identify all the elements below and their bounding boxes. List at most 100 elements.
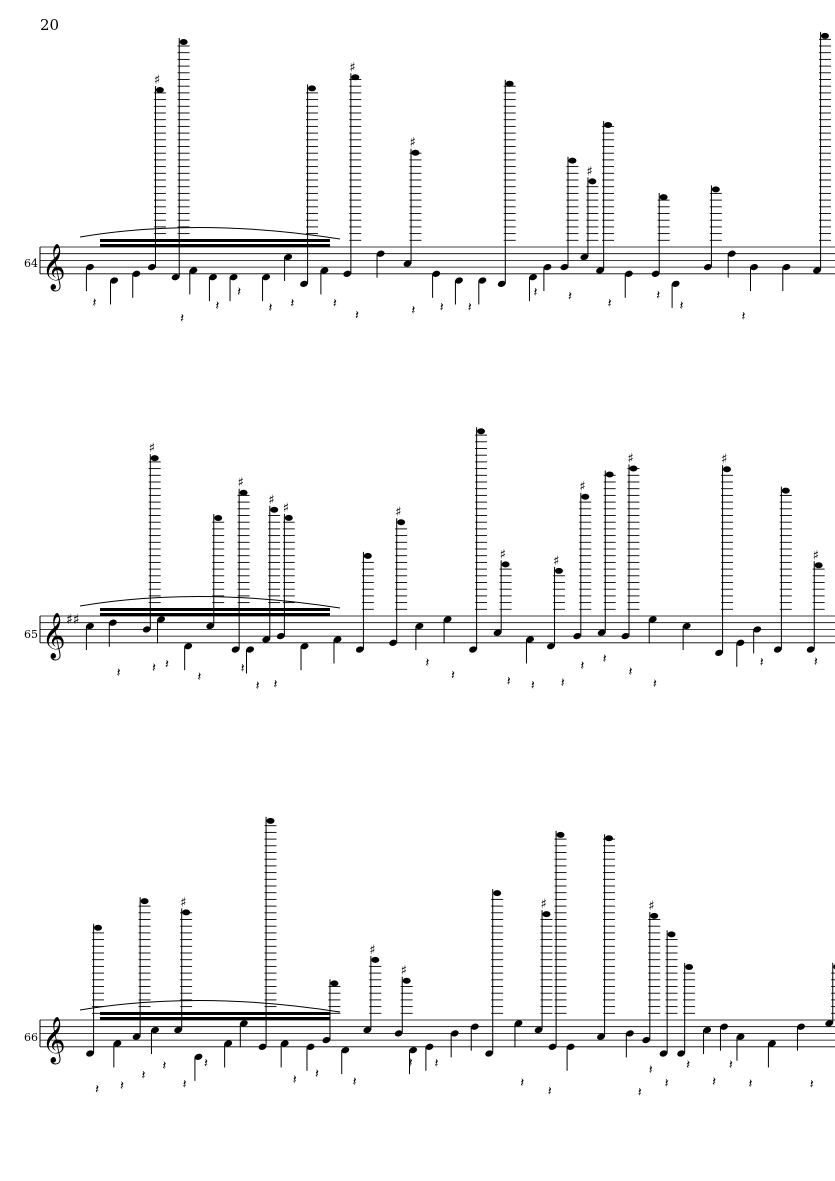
note-head (132, 270, 141, 277)
note-head (246, 646, 254, 653)
note-head (493, 890, 502, 897)
note-head (605, 471, 614, 478)
rest-icon: 𝄽 (142, 1068, 146, 1083)
rest-icon: 𝄽 (520, 1076, 524, 1091)
note-head (214, 515, 223, 522)
note-head (624, 270, 633, 277)
rest-icon: 𝄽 (183, 1078, 187, 1093)
beam (100, 1012, 330, 1015)
rest-icon: 𝄽 (290, 296, 294, 311)
rest-icon: 𝄽 (603, 652, 607, 667)
rest-icon: 𝄽 (760, 655, 764, 670)
note-head (184, 643, 193, 650)
note-head (526, 636, 534, 643)
note-head (425, 1043, 434, 1050)
note-head (376, 250, 385, 257)
rest-icon: 𝄽 (180, 311, 184, 326)
note-head (651, 270, 660, 277)
note-head (194, 1053, 203, 1060)
note-head (389, 639, 398, 646)
note-head (469, 646, 477, 653)
rest-icon: 𝄽 (712, 1075, 716, 1090)
note-head (720, 1023, 728, 1030)
sharp-accidental: ♯ (283, 501, 289, 516)
note-head (240, 1020, 248, 1027)
note-head (671, 280, 680, 287)
rest-icon: 𝄽 (649, 1063, 653, 1078)
rest-icon: 𝄽 (152, 661, 156, 676)
beam (100, 1017, 330, 1020)
sharp-accidental: ♯ (648, 899, 654, 914)
note-head (797, 1023, 805, 1030)
note-head (715, 649, 723, 656)
note-head (113, 1040, 122, 1047)
note-head (542, 911, 551, 918)
page-number: 20 (40, 16, 60, 34)
sharp-accidental: ♯ (500, 547, 506, 562)
note-head (322, 1036, 331, 1044)
note-head (597, 629, 606, 636)
rest-icon: 𝄽 (656, 288, 660, 303)
note-head (493, 629, 502, 636)
note-head (132, 1033, 141, 1040)
note-head (307, 85, 316, 92)
rest-icon: 𝄽 (434, 1057, 438, 1072)
rest-icon: 𝄽 (353, 1075, 357, 1090)
rest-icon: 𝄽 (241, 662, 245, 677)
note-head (820, 32, 829, 39)
sharp-accidental: ♯ (238, 476, 244, 491)
tie-slur (79, 595, 341, 609)
sharp-accidental: ♯ (586, 164, 592, 179)
note-head (736, 639, 745, 646)
note-head (548, 1043, 557, 1050)
note-head (711, 186, 720, 193)
note-head (722, 466, 731, 473)
sharp-accidental: ♯ (721, 452, 727, 467)
note-head (415, 622, 424, 630)
rest-icon: 𝄽 (653, 677, 657, 692)
note-head (394, 1030, 403, 1037)
note-head (626, 1030, 634, 1037)
rest-icon: 𝄽 (628, 665, 632, 680)
rest-icon: 𝄽 (741, 309, 745, 324)
note-head (284, 514, 293, 521)
rest-icon: 𝄽 (665, 1076, 669, 1091)
note-head (363, 1026, 372, 1034)
note-head (648, 616, 657, 623)
note-head (258, 1043, 267, 1050)
sharp-accidental: ♯ (180, 895, 186, 910)
note-head (402, 977, 411, 984)
note-head (703, 1026, 712, 1034)
note-head (556, 831, 565, 838)
note-head (543, 263, 552, 271)
rest-icon: 𝄽 (204, 1056, 208, 1071)
rest-icon: 𝄽 (451, 668, 455, 683)
rest-icon: 𝄽 (548, 1084, 552, 1099)
note-head (581, 493, 590, 500)
note-head (621, 632, 630, 640)
note-head (371, 956, 380, 963)
note-head (750, 263, 759, 271)
note-head (229, 274, 238, 281)
note-head (566, 1043, 575, 1050)
note-head (432, 270, 441, 277)
note-head (151, 1026, 159, 1034)
note-head (781, 487, 790, 494)
note-head (157, 616, 166, 623)
note-head (276, 632, 285, 640)
note-head (773, 646, 782, 653)
note-head (677, 1050, 685, 1057)
rest-icon: 𝄽 (425, 656, 429, 671)
note-head (667, 931, 676, 938)
sharp-accidental: ♯ (268, 493, 274, 508)
beam (100, 244, 330, 247)
note-head (597, 1033, 605, 1040)
note-head (477, 428, 486, 435)
note-head (189, 267, 198, 274)
rest-icon: 𝄽 (468, 300, 472, 315)
rest-icon: 𝄽 (748, 1077, 752, 1092)
rest-icon: 𝄽 (237, 285, 241, 300)
note-head (659, 1050, 668, 1057)
note-head (262, 636, 271, 643)
note-head (300, 280, 308, 287)
